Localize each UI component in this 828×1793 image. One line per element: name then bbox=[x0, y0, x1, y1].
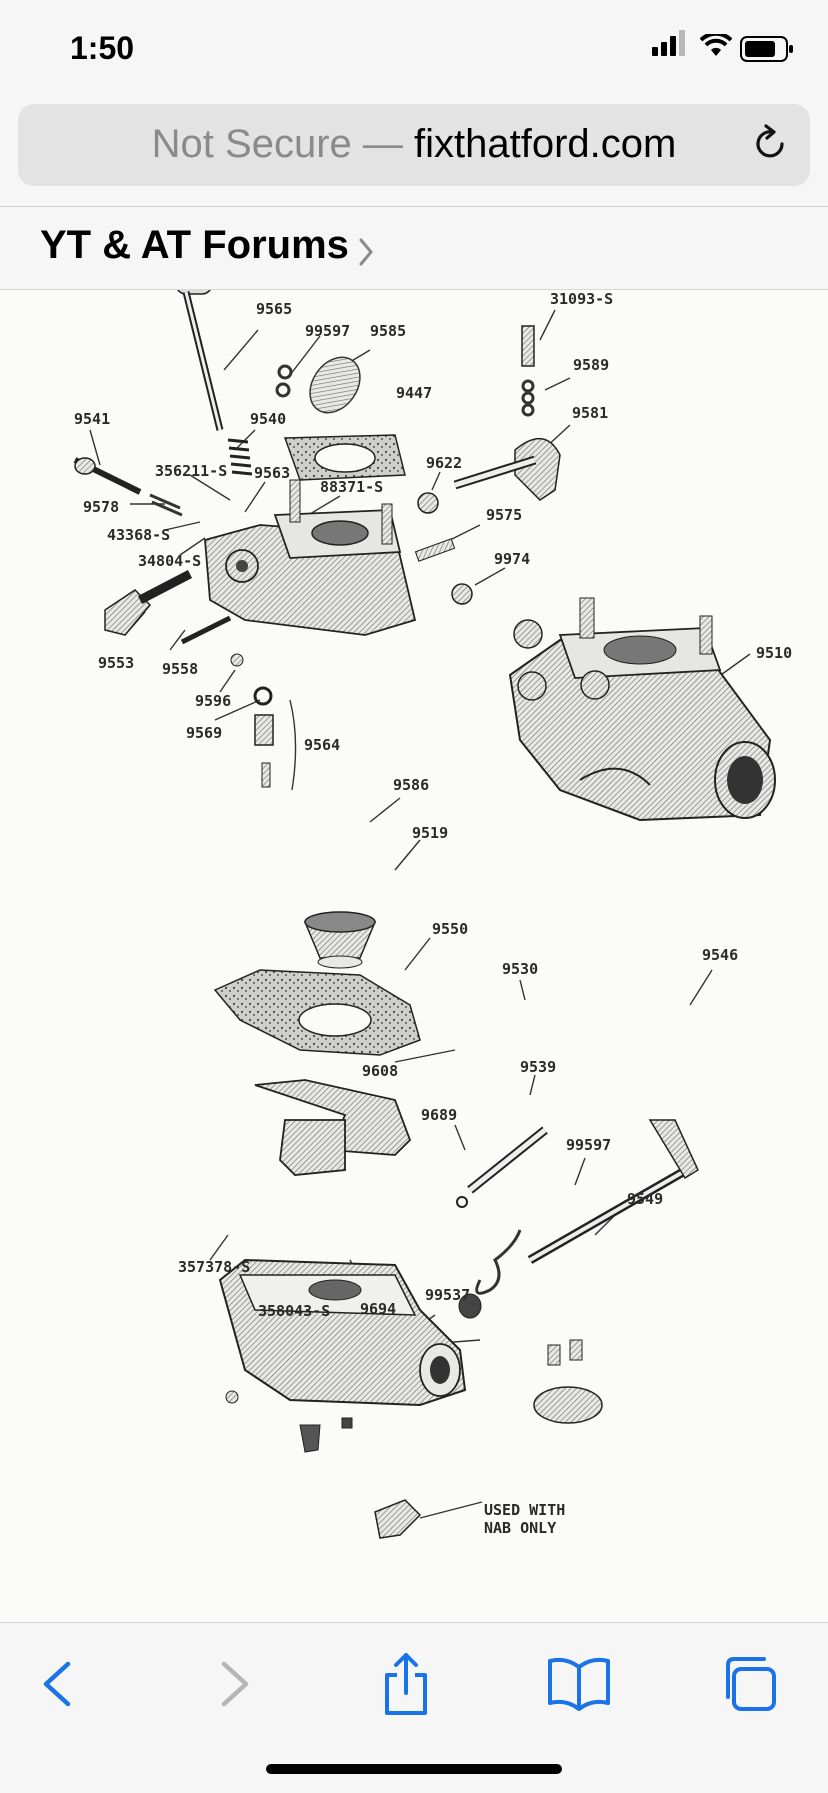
part-label: 357378-S bbox=[178, 1258, 251, 1276]
part-label: 9581 bbox=[572, 404, 609, 422]
part-label: 9565 bbox=[256, 300, 293, 318]
status-bar: 1:50 bbox=[0, 0, 828, 100]
divider bbox=[0, 289, 828, 290]
part-label: 9540 bbox=[250, 410, 287, 428]
part-label: 99537 bbox=[425, 1286, 471, 1304]
carburetor-diagram: 9565 99597 9585 31093-S 9589 9447 9581 9… bbox=[0, 290, 828, 1622]
chevron-right-icon bbox=[359, 238, 373, 266]
part-label: 31093-S bbox=[550, 290, 614, 308]
part-label: 9539 bbox=[520, 1058, 557, 1076]
part-label: 9546 bbox=[702, 946, 739, 964]
part-label: 9596 bbox=[195, 692, 232, 710]
part-label: 9689 bbox=[421, 1106, 458, 1124]
wifi-icon bbox=[700, 34, 732, 56]
share-icon[interactable] bbox=[371, 1649, 441, 1719]
part-label: 88371-S bbox=[320, 478, 384, 496]
part-label: 9589 bbox=[573, 356, 610, 374]
forum-title[interactable]: YT & AT Forums bbox=[40, 223, 349, 267]
part-label: 9575 bbox=[486, 506, 523, 524]
part-label: 358043-S bbox=[258, 1302, 331, 1320]
forward-icon[interactable] bbox=[200, 1649, 270, 1719]
part-label: 9549 bbox=[627, 1190, 664, 1208]
cellular-signal-icon bbox=[652, 30, 685, 56]
part-label: 9608 bbox=[362, 1062, 399, 1080]
part-label: 9510 bbox=[756, 644, 793, 662]
status-time: 1:50 bbox=[70, 30, 135, 66]
part-label: 9585 bbox=[370, 322, 407, 340]
part-label: 43368-S bbox=[107, 526, 171, 544]
address-bar[interactable]: Not Secure — fixthatford.com bbox=[18, 104, 810, 186]
part-label: 9578 bbox=[83, 498, 120, 516]
battery-icon bbox=[740, 36, 793, 62]
part-label: 9447 bbox=[396, 384, 433, 402]
back-icon[interactable] bbox=[22, 1649, 92, 1719]
domain-label: fixthatford.com bbox=[414, 122, 677, 166]
part-label: 9586 bbox=[393, 776, 430, 794]
note-line-1: USED WITH bbox=[484, 1501, 566, 1519]
note-line-2: NAB ONLY bbox=[484, 1519, 557, 1537]
part-label: 99597 bbox=[566, 1136, 612, 1154]
part-label: 9553 bbox=[98, 654, 135, 672]
diagram-drawing bbox=[73, 290, 776, 1539]
part-label: 99597 bbox=[305, 322, 351, 340]
part-label: 9550 bbox=[432, 920, 469, 938]
reload-icon[interactable] bbox=[748, 122, 792, 166]
security-label: Not Secure — bbox=[151, 122, 403, 166]
part-label: 9569 bbox=[186, 724, 223, 742]
part-label: 9558 bbox=[162, 660, 199, 678]
part-label: 9694 bbox=[360, 1300, 397, 1318]
home-indicator bbox=[266, 1764, 562, 1774]
part-label: 9519 bbox=[412, 824, 449, 842]
forum-breadcrumb[interactable]: YT & AT Forums bbox=[0, 207, 828, 289]
part-label: 356211-S bbox=[155, 462, 228, 480]
url-text[interactable]: Not Secure — fixthatford.com bbox=[18, 122, 810, 167]
tabs-icon[interactable] bbox=[716, 1649, 786, 1719]
part-label: 9541 bbox=[74, 410, 111, 428]
part-label: 9622 bbox=[426, 454, 463, 472]
part-label: 9530 bbox=[502, 960, 539, 978]
part-label: 9563 bbox=[254, 464, 291, 482]
bookmarks-icon[interactable] bbox=[544, 1649, 614, 1719]
part-label: 34804-S bbox=[138, 552, 202, 570]
divider bbox=[0, 206, 828, 207]
part-label: 9974 bbox=[494, 550, 531, 568]
part-label: 9564 bbox=[304, 736, 341, 754]
